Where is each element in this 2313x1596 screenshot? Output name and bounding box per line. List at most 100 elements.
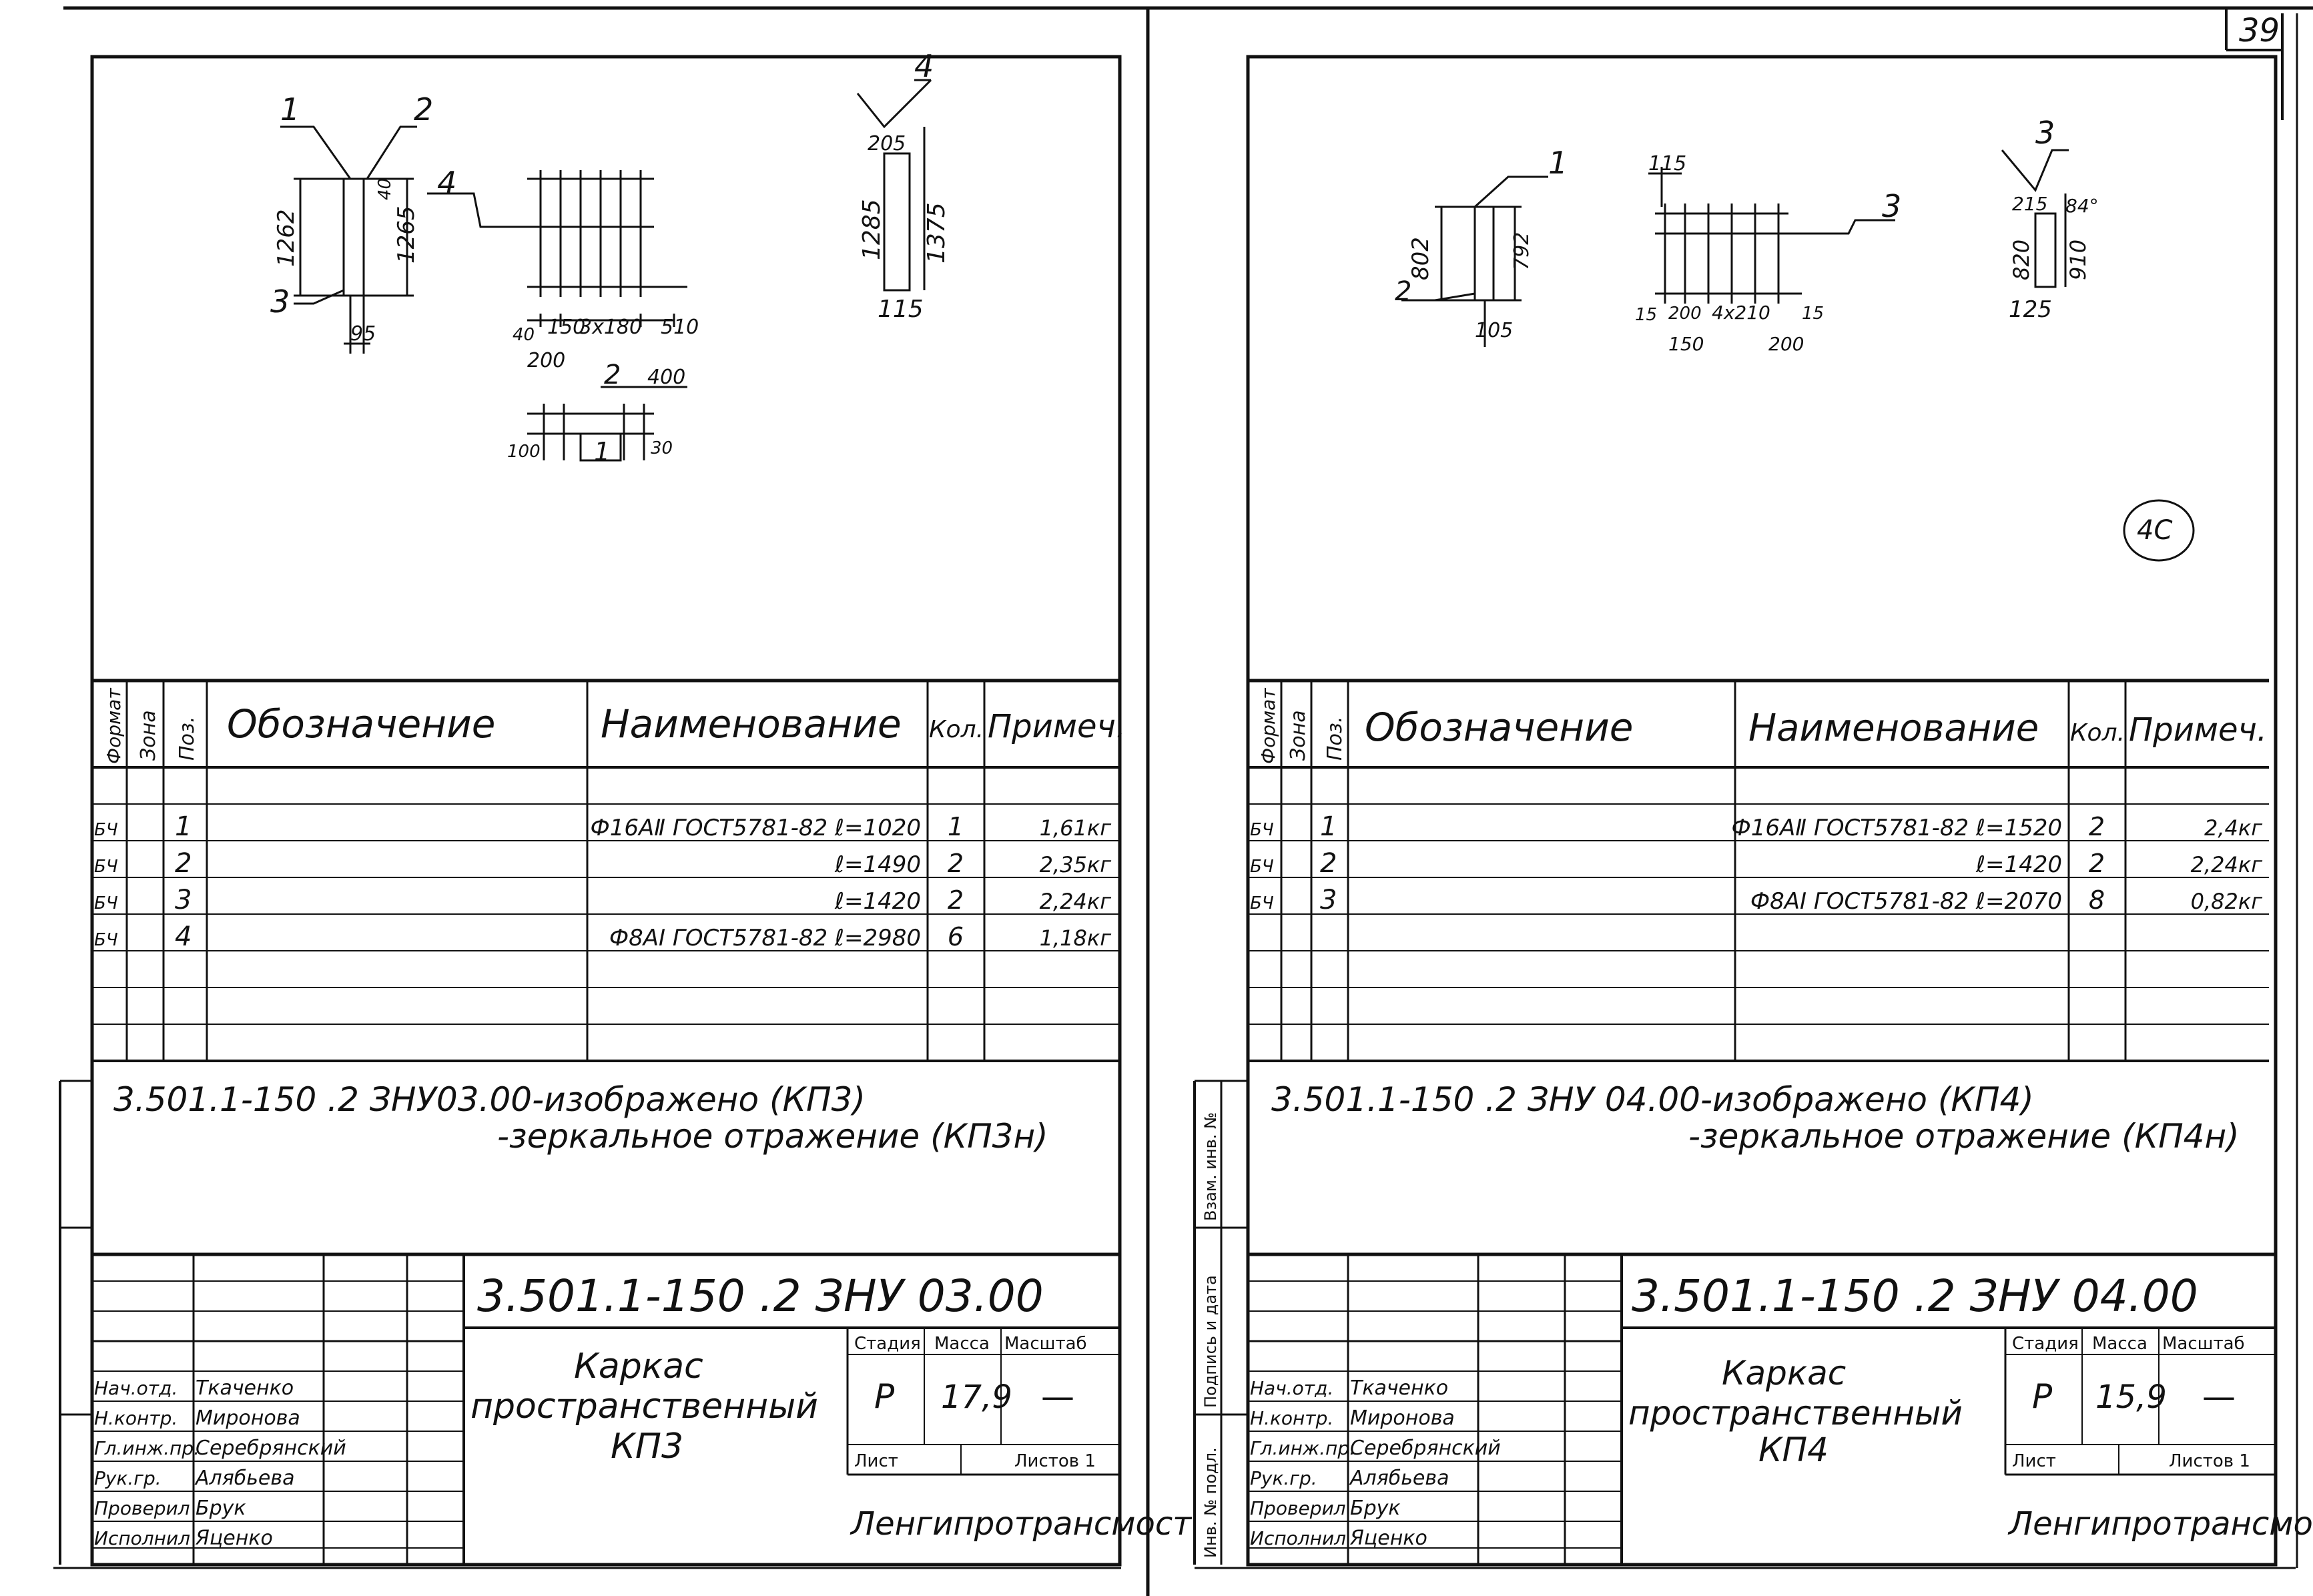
- sheet-left: 1 2 3 1262 1265 40 95 4 40 150 3x180 510…: [59, 48, 1193, 1567]
- dim-40: 40: [375, 178, 395, 200]
- stamp-inv: Инв. № подл.: [1201, 1447, 1220, 1558]
- mass-value-r: 15,9: [2095, 1378, 2167, 1416]
- dim-30: 30: [651, 438, 673, 458]
- row-pos: 1: [175, 811, 192, 842]
- dim-510: 510: [661, 316, 699, 339]
- sheet-header-r: Лист: [2012, 1451, 2056, 1471]
- header-zone: Зона: [137, 710, 160, 761]
- dim-84: 84°: [2065, 195, 2099, 217]
- svg-text:4: 4: [914, 48, 934, 84]
- signer-role: Рук.гр.: [94, 1467, 161, 1489]
- signer-role: Рук.гр.: [1250, 1467, 1317, 1489]
- header-designation-r: Обозначение: [1365, 705, 1633, 750]
- row-pos: 3: [175, 885, 192, 915]
- stage-value: Р: [874, 1377, 895, 1416]
- dim-115: 115: [878, 296, 924, 323]
- dim-1262: 1262: [273, 209, 300, 267]
- scale-header-r: Масштаб: [2162, 1334, 2245, 1354]
- row-name: ℓ=1420: [834, 888, 921, 915]
- stage-header-r: Стадия: [2012, 1334, 2079, 1354]
- svg-text:4С: 4С: [2137, 515, 2172, 546]
- svg-text:3: 3: [270, 284, 290, 320]
- dim-115-r: 115: [1648, 152, 1686, 175]
- signer-role: Исполнил: [1250, 1527, 1346, 1549]
- signer-name: Брук: [1350, 1497, 1401, 1520]
- row-format: БЧ: [94, 930, 118, 950]
- signer-role: Нач.отд.: [1250, 1377, 1333, 1399]
- row-note: 0,82кг: [2191, 889, 2263, 914]
- header-format-r: Формат: [1257, 688, 1279, 764]
- row-pos: 3: [1320, 885, 1337, 915]
- scale-value: —: [1041, 1377, 1074, 1416]
- signer-role: Нач.отд.: [94, 1377, 178, 1399]
- signer-role: Гл.инж.пр.: [94, 1437, 200, 1459]
- signer-role: Н.контр.: [94, 1407, 178, 1429]
- signers-right: Нач.отд.ТкаченкоН.контр.МироноваГл.инж.п…: [1250, 1376, 1501, 1550]
- sheet-header: Лист: [854, 1451, 898, 1471]
- header-note-r: Примеч.: [2129, 711, 2267, 749]
- row-pos: 2: [175, 848, 192, 879]
- signer-name: Ткаченко: [1350, 1376, 1448, 1400]
- spec-table-left: [92, 679, 1120, 1062]
- dim-3x180: 3x180: [579, 316, 642, 339]
- note-line-2: -зеркальное отражение (КП3н): [497, 1117, 1048, 1156]
- dim-200-r: 200: [1668, 304, 1702, 324]
- dim-15a: 15: [1635, 305, 1657, 325]
- svg-text:1: 1: [594, 437, 610, 466]
- signer-name: Яценко: [195, 1527, 273, 1550]
- header-pos: Поз.: [176, 717, 199, 761]
- header-format: Формат: [103, 688, 125, 764]
- row-qty: 1: [948, 812, 964, 841]
- dim-1265: 1265: [393, 206, 420, 264]
- dim-400: 400: [647, 366, 685, 389]
- circled-stamp: 4С: [2123, 499, 2195, 562]
- mass-header-r: Масса: [2092, 1334, 2147, 1354]
- signer-name: Алябьева: [194, 1467, 294, 1490]
- stamp-vzam: Взам. инв. №: [1201, 1112, 1220, 1221]
- row-name: Ф8АⅠ ГОСТ5781-82 ℓ=2070: [1750, 888, 2062, 915]
- row-qty: 8: [2089, 885, 2105, 915]
- row-note: 2,24кг: [2191, 852, 2263, 877]
- dim-40b: 40: [513, 325, 535, 345]
- row-qty: 2: [2089, 849, 2105, 878]
- row-name: ℓ=1490: [834, 851, 921, 878]
- dim-125: 125: [2009, 296, 2052, 323]
- spec-table-right: [1248, 679, 2269, 1062]
- dim-792: 792: [1510, 232, 1534, 270]
- stage-header: Стадия: [854, 1334, 921, 1354]
- mass-value: 17,9: [941, 1378, 1012, 1416]
- detail-bar-3: [2001, 149, 2069, 288]
- title-word-2-r: пространственный: [1628, 1394, 1963, 1433]
- header-pos-r: Поз.: [1323, 717, 1347, 761]
- row-note: 2,24кг: [1040, 889, 1112, 914]
- header-qty-r: Кол.: [2070, 719, 2125, 747]
- row-name: Ф8АⅠ ГОСТ5781-82 ℓ=2980: [609, 925, 921, 951]
- signer-name: Серебрянский: [196, 1437, 346, 1460]
- signer-name: Миронова: [196, 1407, 300, 1430]
- row-pos: 4: [175, 921, 192, 952]
- row-qty: 6: [948, 922, 964, 951]
- row-name: ℓ=1420: [1975, 851, 2062, 878]
- svg-text:1: 1: [280, 91, 300, 127]
- dim-910: 910: [2065, 240, 2091, 280]
- signer-name: Ткаченко: [196, 1376, 294, 1400]
- row-format: БЧ: [94, 857, 118, 877]
- row-pos: 2: [1320, 848, 1337, 879]
- row-qty: 2: [2089, 812, 2105, 841]
- row-note: 1,18кг: [1040, 925, 1112, 951]
- row-format: БЧ: [94, 893, 118, 913]
- signer-name: Яценко: [1349, 1527, 1427, 1550]
- header-qty: Кол.: [929, 716, 984, 743]
- dim-820: 820: [2009, 240, 2034, 280]
- svg-text:2: 2: [604, 360, 621, 390]
- row-name: Ф16АⅡ ГОСТ5781-82 ℓ=1020: [591, 815, 921, 841]
- dim-150-r: 150: [1668, 333, 1704, 355]
- page-number: 39: [2239, 12, 2280, 49]
- signer-role: Гл.инж.пр.: [1250, 1437, 1355, 1459]
- dim-15b: 15: [1802, 304, 1824, 324]
- mass-header: Масса: [934, 1334, 990, 1354]
- svg-text:2: 2: [414, 91, 433, 127]
- row-format: БЧ: [94, 820, 118, 840]
